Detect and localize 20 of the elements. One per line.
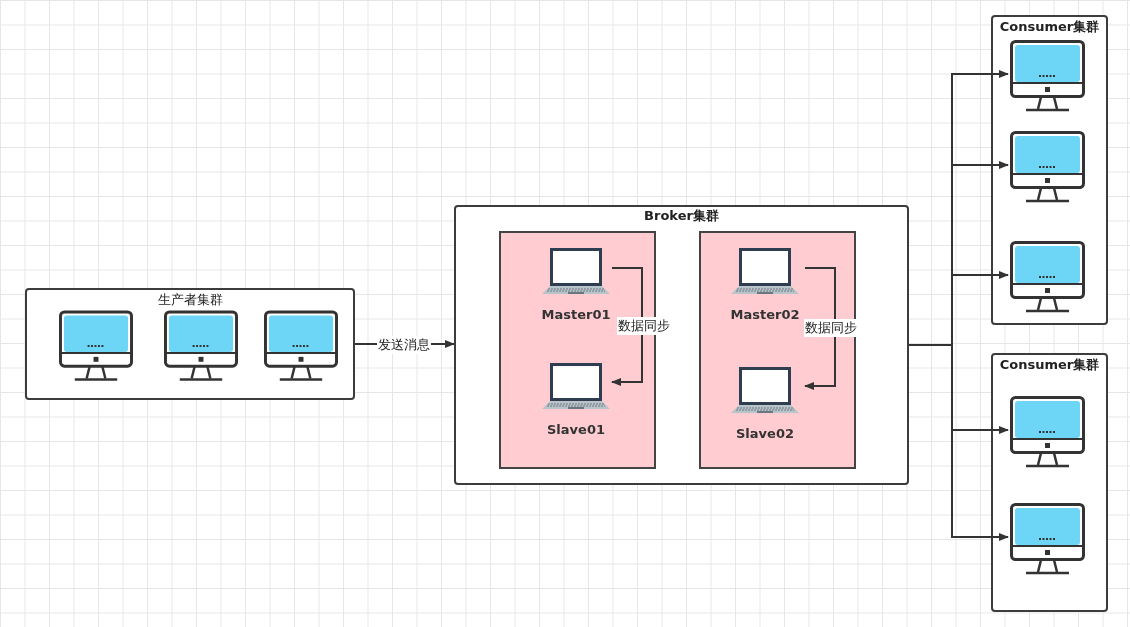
cluster-title: 生产者集群 [156, 291, 224, 309]
group-box [699, 231, 856, 469]
group-box [499, 231, 656, 469]
node-label: Master01 [540, 307, 612, 322]
edge-label: 数据同步 [617, 317, 671, 335]
node-label: Slave01 [546, 422, 606, 437]
edge-label: 数据同步 [804, 319, 858, 337]
cluster-title: Consumer集群 [998, 18, 1101, 36]
arrow [804, 267, 836, 390]
cluster-box [454, 205, 909, 485]
cluster-title: Broker集群 [643, 207, 720, 225]
cluster-box [991, 15, 1108, 325]
arrow [611, 267, 643, 386]
edge-label: 发送消息 [377, 336, 431, 354]
cluster-box [991, 353, 1108, 612]
node-label: Master02 [729, 307, 801, 322]
node-label: Slave02 [735, 426, 795, 441]
cluster-box [25, 288, 355, 400]
arrow [908, 344, 1009, 541]
cluster-title: Consumer集群 [998, 356, 1101, 374]
